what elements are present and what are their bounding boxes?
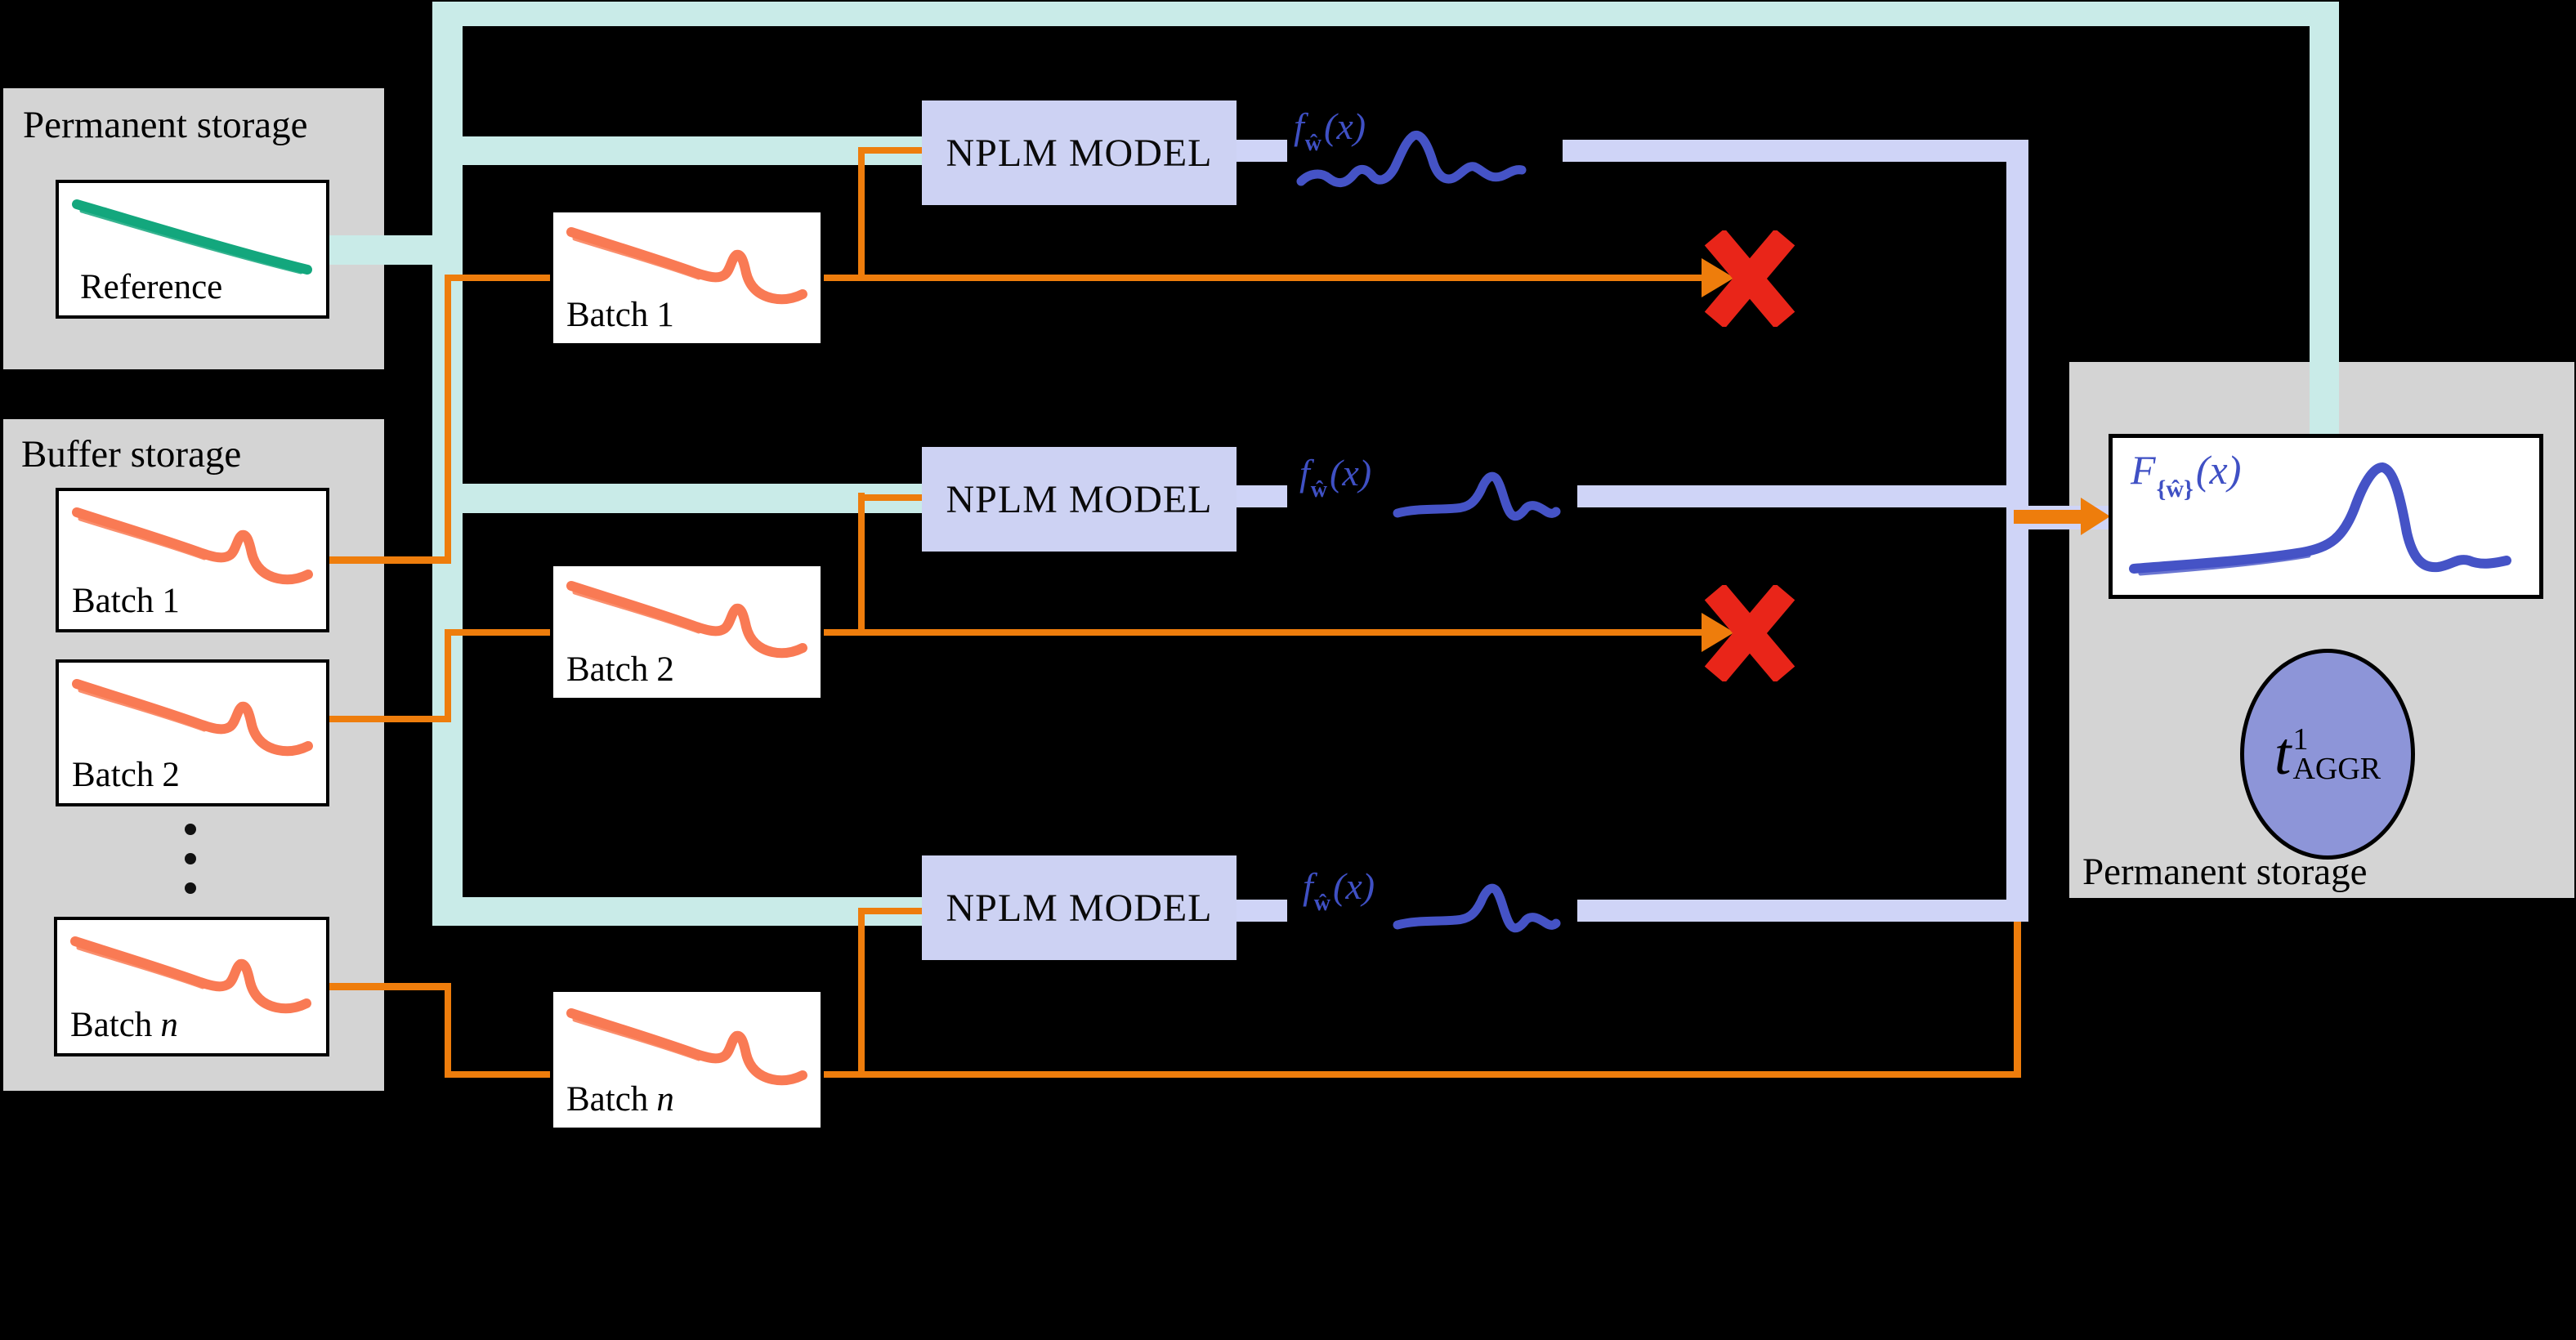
aggregation-arrow-head-icon (2081, 498, 2110, 535)
batch2-nplm-entry-stub (861, 494, 925, 501)
aggregation-statistic-circle: t 1 AGGR (2240, 649, 2415, 860)
batch2-row-line (448, 629, 1702, 636)
batch1-nplm-riser (858, 147, 865, 281)
batchn-row-line (448, 1071, 2021, 1078)
reference-top-pipe (432, 2, 2339, 26)
nplm1-output-stub (1236, 140, 1287, 162)
batch-data-scribble (566, 227, 807, 305)
aggregated-density-curve (2129, 462, 2511, 576)
model3-output-curve (1393, 883, 1561, 933)
nplm-model-label: NPLM MODEL (946, 886, 1213, 930)
nplm-model-label: NPLM MODEL (946, 477, 1213, 521)
aggregated-density-label: F{ŵ}(x) (2131, 447, 2242, 502)
batch1-arrow-head-icon (1702, 258, 1734, 297)
model-output-pipe-vertical (2006, 140, 2028, 922)
buffer-batch1-riser (445, 275, 451, 564)
batch-data-scribble (72, 507, 313, 585)
buffer-batch1-line (329, 556, 451, 564)
batch1-discard-x-icon (1704, 230, 1796, 327)
aggregated-density-box: F{ŵ}(x) (2109, 434, 2543, 599)
reference-label: Reference (80, 268, 223, 306)
model1-output-label: fŵ(x) (1294, 105, 1366, 156)
model1-output-pipe (1563, 140, 2028, 162)
batch2-discard-x-icon (1704, 585, 1796, 681)
reference-box: Reference (56, 180, 329, 319)
buffer-batchn-line (329, 983, 451, 990)
batch2-nplm-riser (858, 493, 865, 636)
model1-output-curve (1296, 131, 1527, 187)
left-permanent-storage-title: Permanent storage (23, 104, 308, 146)
buffer-batchn-riser (445, 983, 451, 1078)
buffer-batch2-riser (445, 629, 451, 722)
model3-output-label: fŵ(x) (1303, 865, 1375, 916)
batch2-arrow-head-icon (1702, 613, 1734, 652)
buffer-storage-title: Buffer storage (21, 433, 242, 476)
batch-data-scribble (72, 679, 313, 757)
nplm-model-label: NPLM MODEL (946, 131, 1213, 175)
batch1-row-line (448, 275, 1702, 281)
reference-right-pipe-vertical (2310, 2, 2339, 434)
model2-output-curve (1393, 471, 1561, 521)
aggregation-arrow-shaft (2014, 510, 2081, 524)
nplm-model-box-2: NPLM MODEL (922, 447, 1237, 552)
buffer-batch2-line (329, 716, 451, 722)
reference-output-pipe (329, 235, 436, 265)
nplm-model-box-3: NPLM MODEL (922, 855, 1237, 960)
batchn-nplm-entry-stub (861, 908, 925, 914)
reference-branch-pipe-2 (463, 484, 925, 513)
nplm-model-box-1: NPLM MODEL (922, 100, 1237, 205)
batchn-nplm-riser (858, 908, 865, 1078)
nplm2-output-stub (1236, 485, 1287, 507)
reference-branch-pipe-1 (463, 136, 925, 165)
model3-output-pipe (1577, 900, 2006, 922)
batch-data-scribble (70, 936, 311, 1014)
reference-data-scribble (72, 199, 312, 275)
model2-output-pipe (1577, 485, 2028, 507)
vertical-ellipsis-icon (185, 824, 196, 894)
batch-data-scribble (566, 1008, 807, 1086)
aggregation-statistic-label: t 1 AGGR (2274, 721, 2381, 788)
batch1-nplm-entry-stub (861, 147, 925, 154)
model2-output-label: fŵ(x) (1299, 452, 1372, 502)
reference-branch-pipe-3 (463, 897, 925, 926)
nplm3-output-stub (1236, 900, 1287, 922)
batch-data-scribble (566, 581, 807, 659)
